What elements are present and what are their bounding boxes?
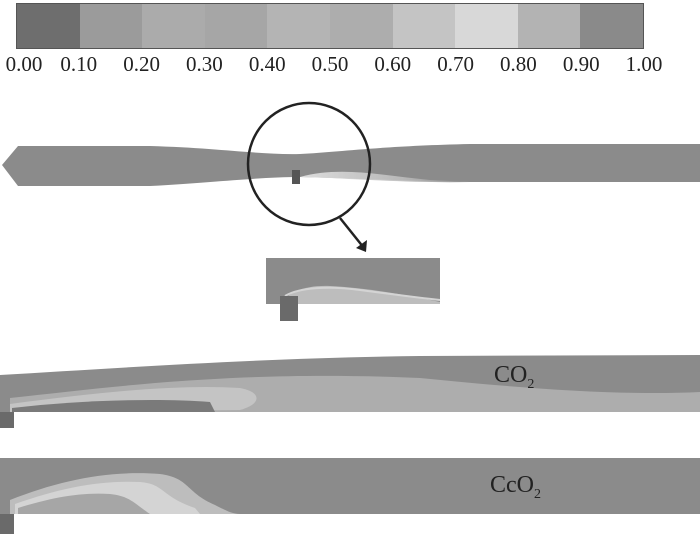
scale-bin bbox=[204, 4, 268, 48]
scale-bin bbox=[580, 4, 643, 48]
scale-bin bbox=[79, 4, 143, 48]
cco2-injector bbox=[0, 514, 14, 534]
injector-tip bbox=[292, 170, 300, 184]
scale-bin bbox=[267, 4, 330, 48]
inset-injector bbox=[280, 296, 298, 321]
mixing-wake bbox=[300, 171, 470, 183]
co2-injector bbox=[0, 412, 14, 428]
zoom-arrow-head bbox=[356, 240, 367, 252]
co2-label: CO2 bbox=[494, 362, 535, 392]
scale-bin bbox=[142, 4, 205, 48]
cco2-panel bbox=[0, 458, 700, 534]
color-scale-tick-labels: 0.00 0.10 0.20 0.30 0.40 0.50 0.60 0.70 0.80 0.90… bbox=[0, 52, 700, 78]
cco2-inner-band bbox=[18, 493, 150, 514]
color-scale-bar bbox=[16, 3, 644, 49]
scale-tick-label: 0.00 bbox=[5, 52, 43, 76]
scale-tick-label: 1.00 bbox=[625, 52, 663, 76]
scale-tick-label: 0.60 bbox=[374, 52, 412, 76]
cco2-label: CcO2 bbox=[490, 472, 541, 502]
scale-tick-label: 0.40 bbox=[248, 52, 286, 76]
nozzle-channel bbox=[2, 144, 700, 186]
scale-tick-label: 0.90 bbox=[562, 52, 600, 76]
scale-bin bbox=[392, 4, 456, 48]
scale-tick-label: 0.30 bbox=[186, 52, 223, 76]
full-nozzle-view bbox=[2, 101, 700, 252]
zoom-circle bbox=[246, 101, 372, 227]
co2-panel bbox=[0, 355, 700, 428]
zoom-inset bbox=[266, 258, 441, 321]
scale-bin bbox=[17, 4, 80, 48]
co2-core bbox=[12, 400, 215, 412]
inset-plume bbox=[282, 285, 440, 304]
scale-bin bbox=[455, 4, 518, 48]
inset-contour bbox=[284, 286, 441, 301]
scale-tick-label: 0.10 bbox=[60, 52, 98, 76]
scale-tick-label: 0.20 bbox=[123, 52, 160, 76]
scale-bin bbox=[329, 4, 393, 48]
scale-tick-label: 0.70 bbox=[437, 52, 474, 76]
zoom-arrow-line bbox=[339, 217, 365, 249]
scale-tick-label: 0.80 bbox=[500, 52, 537, 76]
scale-tick-label: 0.50 bbox=[311, 52, 349, 76]
scale-bin bbox=[517, 4, 581, 48]
